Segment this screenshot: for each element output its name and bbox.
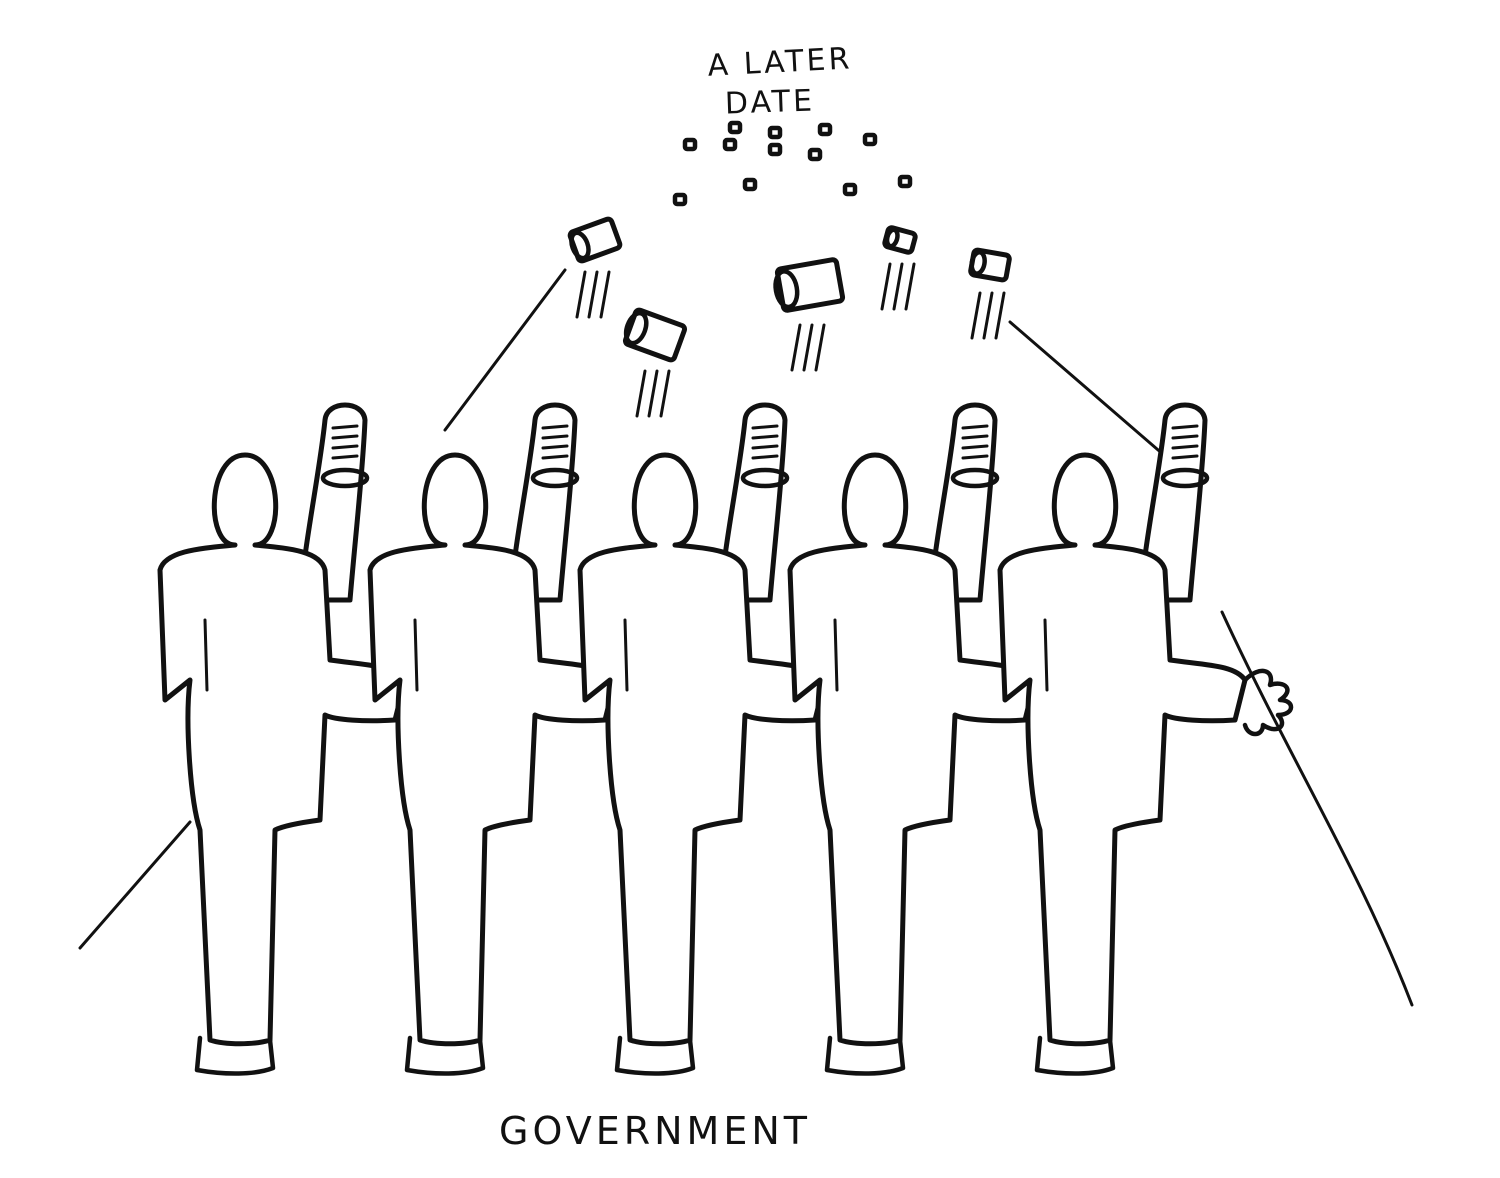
debris (817, 122, 833, 137)
debris (742, 177, 758, 192)
debris (862, 132, 878, 147)
figure-row (157, 452, 1294, 1076)
debris (897, 174, 913, 189)
flying-can (968, 247, 1012, 283)
debris (672, 192, 688, 207)
debris (842, 182, 858, 197)
figure (997, 452, 1294, 1076)
flying-can (622, 307, 688, 363)
kicking-legs (297, 402, 1210, 603)
kicking-leg (1137, 402, 1210, 603)
flying-can (882, 225, 918, 255)
debris (767, 125, 783, 140)
flying-can (567, 216, 623, 264)
debris (807, 147, 823, 162)
flying-cans (567, 120, 1012, 418)
kicking-leg (717, 402, 790, 603)
debris (682, 137, 698, 152)
flying-can (773, 257, 846, 313)
kicking-leg (507, 402, 580, 603)
road-lines (78, 268, 1414, 1007)
kicking-leg (927, 402, 1000, 603)
debris (767, 142, 783, 157)
debris (722, 137, 738, 152)
debris (727, 120, 743, 135)
destination-label-line2: DATE (724, 83, 816, 122)
kicking-leg (297, 402, 370, 603)
crowd-label: GOVERNMENT (499, 1109, 811, 1153)
